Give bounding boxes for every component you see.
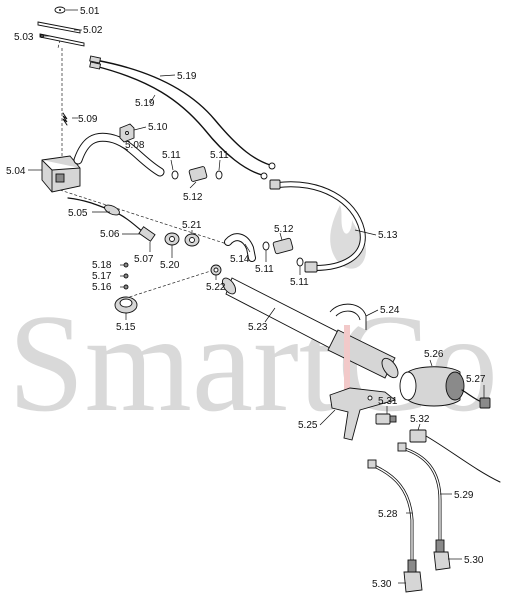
part-5-22-fitting — [210, 264, 222, 276]
part-5-16-5-17-5-18-small-parts — [123, 262, 129, 290]
label-5-30-b: 5.30 — [372, 579, 392, 590]
watermark-text: SmartCo — [8, 286, 498, 441]
label-5-21: 5.21 — [182, 220, 202, 231]
label-5-04: 5.04 — [6, 166, 26, 177]
part-5-28-cable — [367, 459, 414, 562]
part-5-08-hose — [73, 132, 165, 177]
label-5-22: 5.22 — [206, 282, 226, 293]
label-5-23: 5.23 — [248, 322, 268, 333]
part-5-15-nut — [114, 296, 138, 314]
label-5-16: 5.16 — [92, 282, 112, 293]
label-5-02: 5.02 — [83, 25, 103, 36]
label-5-20: 5.20 — [160, 260, 180, 271]
part-5-21-fitting — [184, 233, 200, 247]
label-5-06: 5.06 — [100, 229, 120, 240]
part-5-14-elbow-hose — [224, 233, 256, 262]
part-5-30-plug-b — [403, 559, 423, 593]
part-5-09-spring — [62, 112, 68, 126]
leader-lines — [28, 9, 485, 584]
label-5-27: 5.27 — [466, 374, 486, 385]
part-5-27-connector — [461, 389, 491, 409]
watermark: SmartCo — [8, 205, 498, 441]
label-5-30-a: 5.30 — [464, 555, 484, 566]
part-5-31-connector — [375, 413, 397, 425]
part-labels: 5.01 5.02 5.03 5.04 5.05 5.06 5.07 5.08 … — [6, 6, 486, 590]
part-5-29-cable — [397, 442, 442, 542]
label-5-17: 5.17 — [92, 271, 112, 282]
label-5-26: 5.26 — [424, 349, 444, 360]
label-5-13: 5.13 — [378, 230, 398, 241]
part-5-19-capillary-tubes — [89, 55, 276, 180]
label-5-32: 5.32 — [410, 414, 430, 425]
label-5-09: 5.09 — [78, 114, 98, 125]
part-5-26-motor — [399, 366, 465, 407]
part-5-20-fitting — [164, 232, 180, 246]
part-5-11-o-ring-c — [262, 241, 270, 251]
part-5-04-block — [41, 155, 81, 193]
label-5-19-a: 5.19 — [177, 71, 197, 82]
label-5-05: 5.05 — [68, 208, 88, 219]
label-5-12-a: 5.12 — [183, 192, 203, 203]
label-5-07: 5.07 — [134, 254, 154, 265]
part-5-24-clamp — [329, 303, 367, 395]
label-5-11-a: 5.11 — [162, 150, 181, 161]
part-5-11-o-ring-a — [171, 170, 179, 180]
part-5-12-sleeve-b — [272, 237, 294, 255]
label-5-29: 5.29 — [454, 490, 474, 501]
label-5-31: 5.31 — [378, 396, 398, 407]
label-5-24: 5.24 — [380, 305, 400, 316]
part-5-30-plug-a — [433, 539, 451, 571]
label-5-03: 5.03 — [14, 32, 34, 43]
label-5-18: 5.18 — [92, 260, 112, 271]
label-5-11-d: 5.11 — [290, 277, 309, 288]
label-5-14: 5.14 — [230, 254, 250, 265]
label-5-19-b: 5.19 — [135, 98, 155, 109]
part-5-02-rod — [37, 21, 81, 34]
label-5-15: 5.15 — [116, 322, 136, 333]
label-5-10: 5.10 — [148, 122, 168, 133]
label-5-28: 5.28 — [378, 509, 398, 520]
highlight-strip — [344, 325, 350, 395]
label-5-11-b: 5.11 — [210, 150, 229, 161]
label-5-12-b: 5.12 — [274, 224, 294, 235]
label-5-25: 5.25 — [298, 420, 318, 431]
part-5-25-mounting-bracket — [329, 387, 396, 441]
part-5-10-bracket — [119, 123, 135, 143]
part-5-05-5-06-5-07-sensor-line — [67, 197, 156, 242]
label-5-11-c: 5.11 — [255, 264, 274, 275]
label-5-01: 5.01 — [80, 6, 100, 17]
part-5-01-washer — [54, 6, 66, 14]
part-5-11-o-ring-b — [215, 170, 223, 180]
part-5-32-connector — [409, 429, 501, 483]
part-5-12-sleeve-a — [188, 166, 208, 182]
part-5-13-hose — [269, 179, 366, 273]
part-5-11-o-ring-d — [296, 257, 304, 267]
label-5-08: 5.08 — [125, 140, 145, 151]
